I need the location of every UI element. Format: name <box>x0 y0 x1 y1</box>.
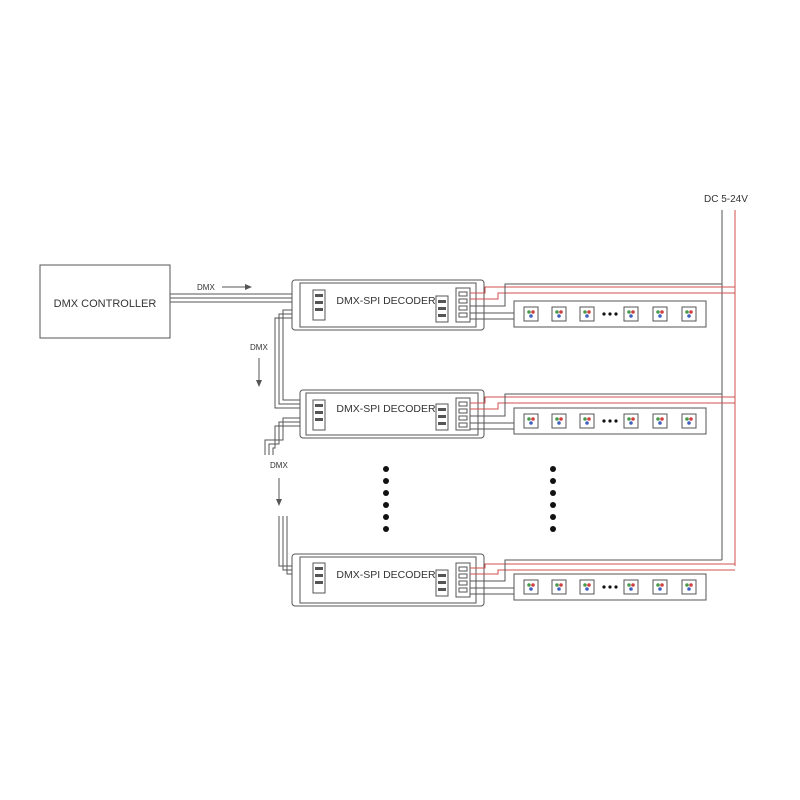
decoder-1: DMX-SPI DECODER <box>291 279 485 331</box>
decoder-1-input-terminal <box>312 289 326 321</box>
decoder-3-input-terminal <box>312 562 326 594</box>
led-strip-2 <box>513 407 707 435</box>
dmx-label-1: DMX <box>197 283 215 292</box>
dmx-controller: DMX CONTROLLER <box>39 264 171 339</box>
power-bus: DC 5-24V <box>470 194 748 582</box>
dmx-chain-wires-1: DMX <box>250 309 300 409</box>
led-chip <box>523 306 539 322</box>
controller-output-wires: DMX <box>170 283 292 303</box>
led-chip <box>579 306 595 322</box>
led-chip <box>681 579 697 595</box>
led-chip <box>551 413 567 429</box>
decoder-2-power-terminal <box>455 397 471 431</box>
led-chip <box>623 413 639 429</box>
decoder-3: DMX-SPI DECODER <box>291 553 485 607</box>
strip-feed-wires <box>470 312 515 595</box>
dmx-arrow-1-head <box>245 284 252 290</box>
led-strips <box>513 300 707 601</box>
led-ellipsis <box>602 585 618 589</box>
decoder-3-label: DMX-SPI DECODER <box>336 569 436 581</box>
led-chip <box>523 413 539 429</box>
led-chip <box>523 579 539 595</box>
led-chip <box>652 413 668 429</box>
ellipsis-decoders <box>383 466 389 532</box>
dmx-label-3: DMX <box>270 461 288 470</box>
led-ellipsis <box>602 312 618 316</box>
dmx-label-2: DMX <box>250 343 268 352</box>
led-chip <box>623 306 639 322</box>
led-chip <box>652 579 668 595</box>
dmx-chain-wires-2: DMX <box>264 417 303 575</box>
dmx-arrow-3-head <box>276 499 282 506</box>
decoder-2-input-terminal <box>312 399 326 431</box>
ellipsis-strips <box>550 466 556 532</box>
led-chip <box>652 306 668 322</box>
dmx-controller-box <box>39 264 171 339</box>
led-chip <box>623 579 639 595</box>
dmx-controller-label: DMX CONTROLLER <box>54 298 157 310</box>
led-chip <box>579 579 595 595</box>
led-strip-3 <box>513 573 707 601</box>
decoder-2-label: DMX-SPI DECODER <box>336 403 436 415</box>
led-chip <box>681 413 697 429</box>
led-strip-1 <box>513 300 707 328</box>
decoder-2: DMX-SPI DECODER <box>299 389 485 439</box>
led-chip <box>681 306 697 322</box>
decoder-1-label: DMX-SPI DECODER <box>336 295 436 307</box>
power-label: DC 5-24V <box>704 194 748 205</box>
led-chip <box>551 306 567 322</box>
led-chip <box>551 579 567 595</box>
led-ellipsis <box>602 419 618 423</box>
dmx-arrow-2-head <box>256 380 262 387</box>
led-chip <box>579 413 595 429</box>
